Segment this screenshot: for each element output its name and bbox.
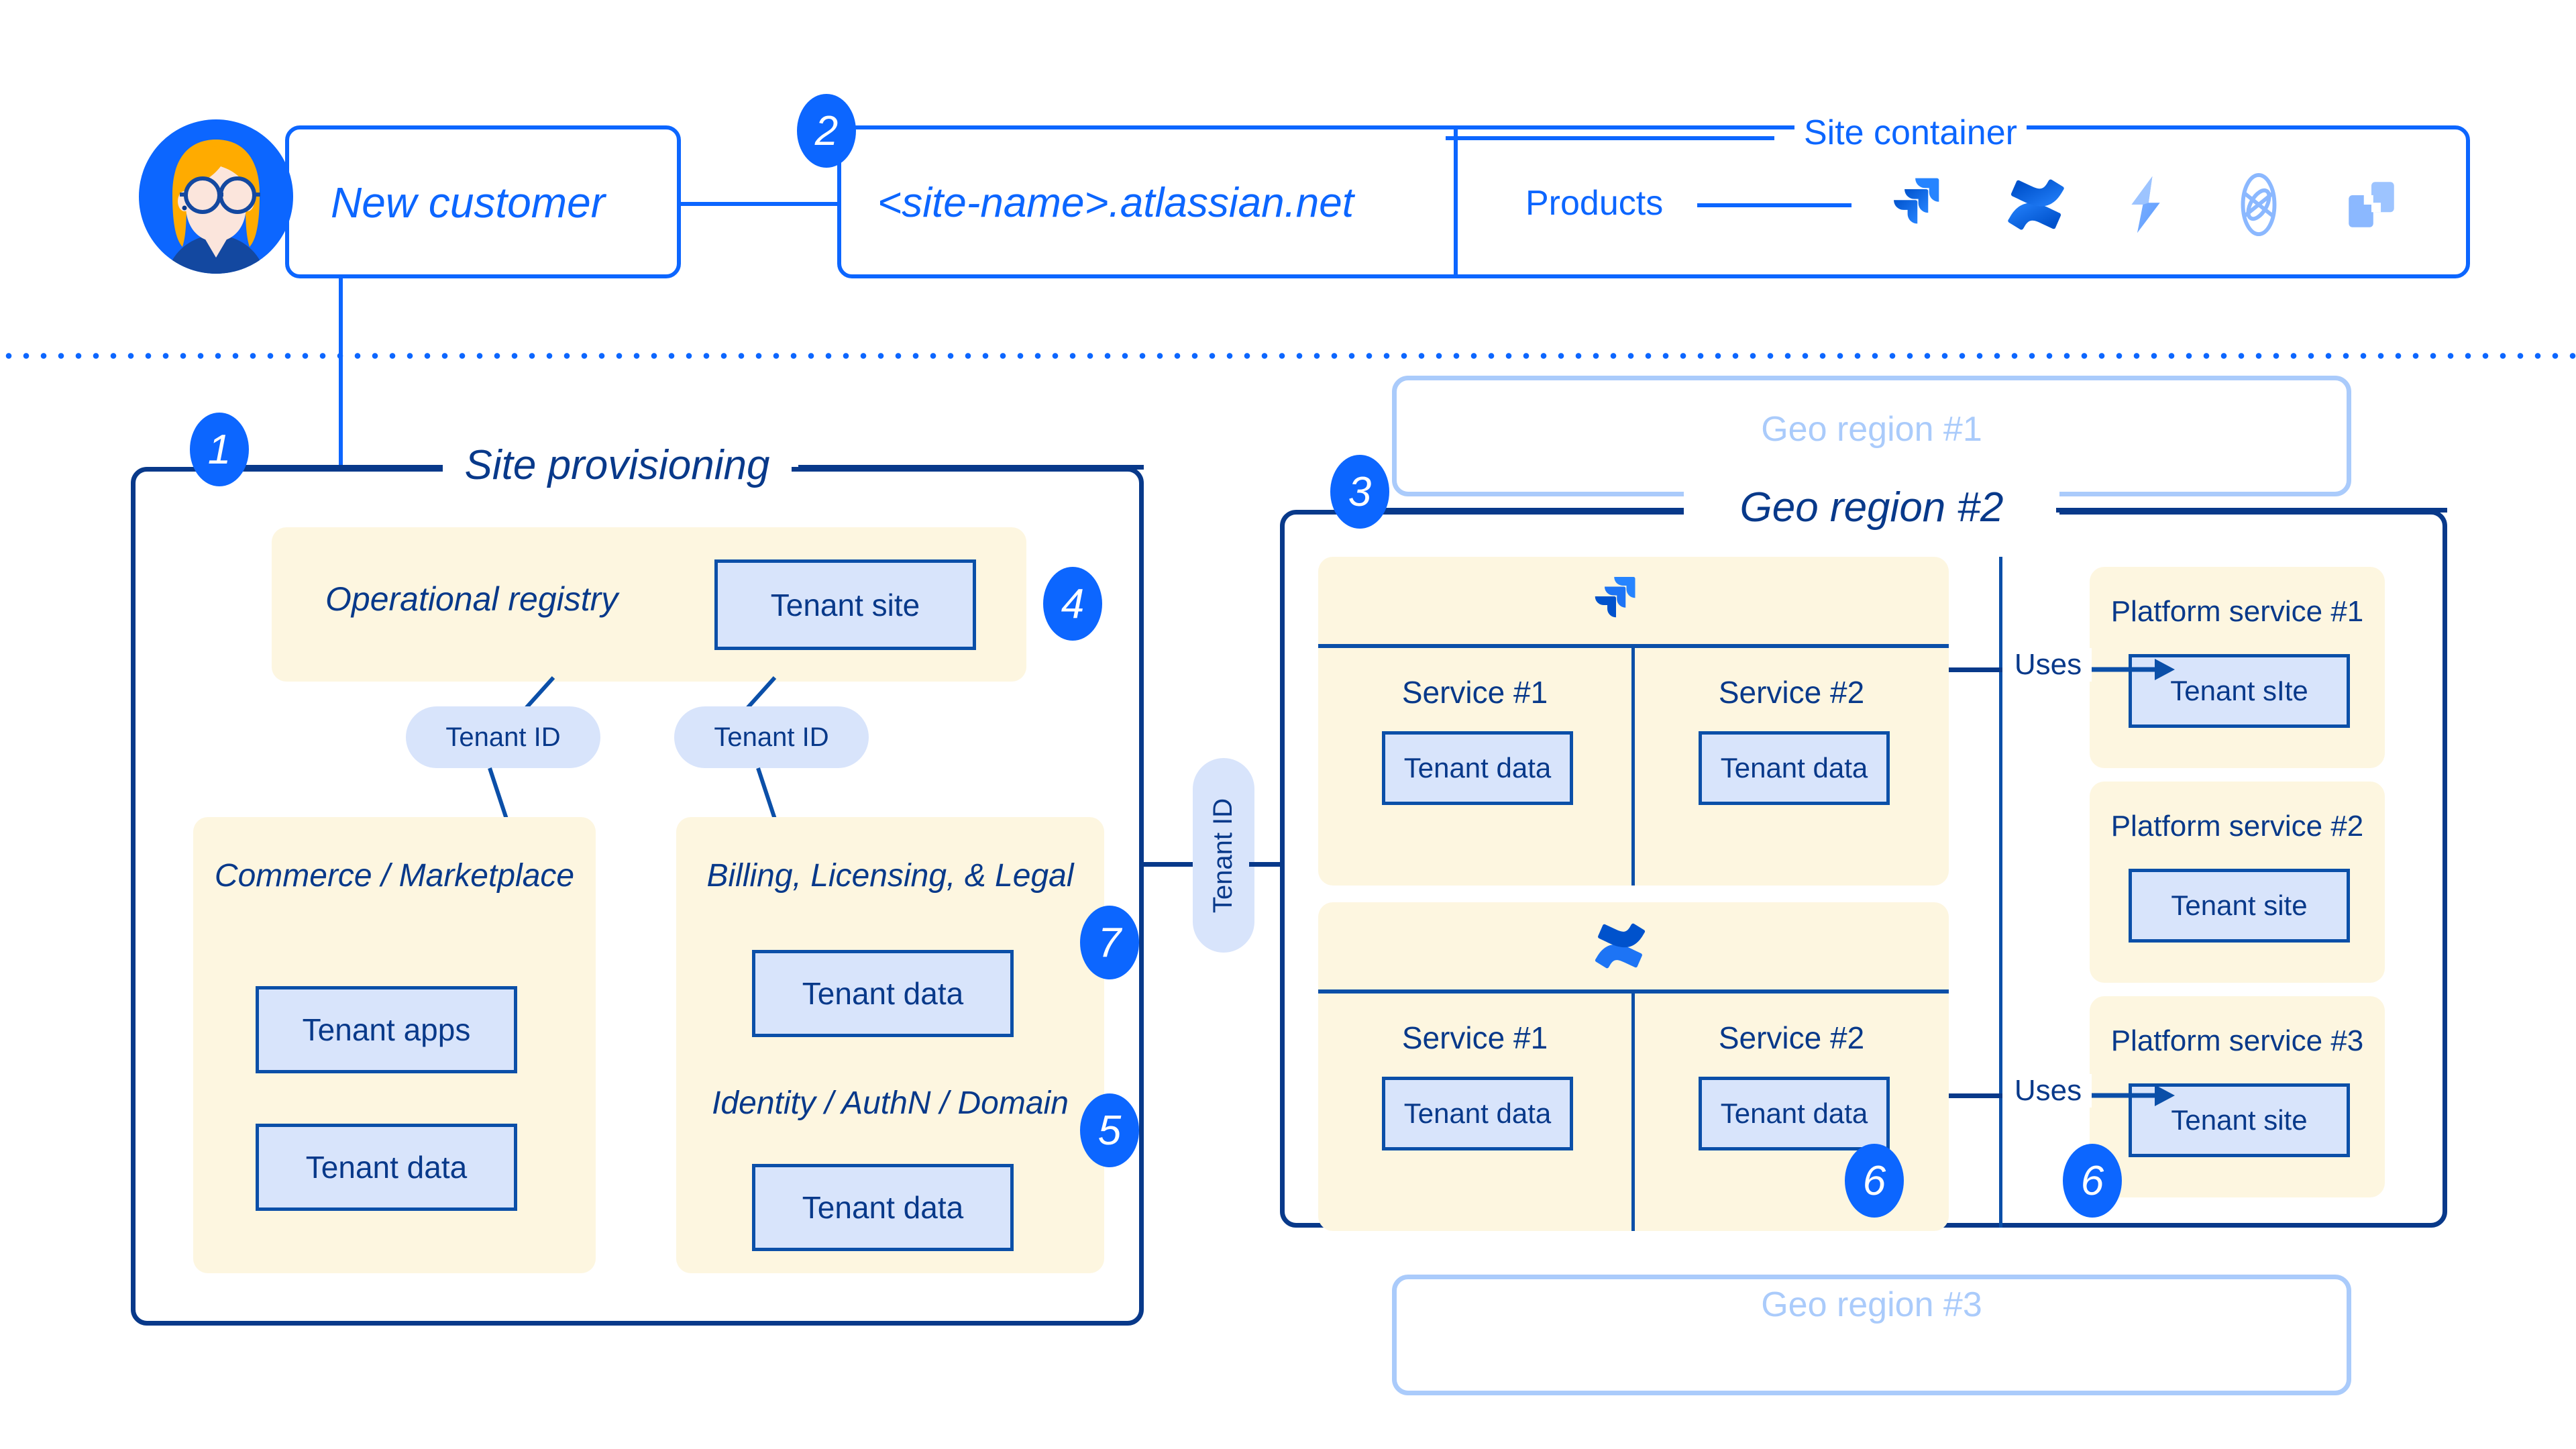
- marker-7: 7: [1080, 906, 1139, 979]
- tenant-id-pill-right-label: Tenant ID: [714, 722, 829, 752]
- new-customer-box[interactable]: New customer: [285, 125, 681, 278]
- uses-arrow-bottom: [2092, 1085, 2175, 1106]
- billing-licensing-legal-title: Billing, Licensing, & Legal: [706, 858, 1074, 894]
- geo-group-confluence-divider-v: [1631, 989, 1635, 1231]
- geo-region-2-rule-right: [2056, 508, 2447, 513]
- uses-label-top: Uses: [2004, 648, 2092, 682]
- geo-jira-service-1-box-label: Tenant data: [1403, 752, 1552, 784]
- commerce-tenant-apps-box[interactable]: Tenant apps: [256, 986, 517, 1073]
- marker-4: 4: [1043, 567, 1102, 641]
- bridge-tenant-id-label: Tenant ID: [1208, 798, 1238, 913]
- connector-customer-to-site: [678, 202, 839, 206]
- product-icon-atlas[interactable]: [2227, 173, 2290, 236]
- bridge-line-left: [1140, 862, 1201, 867]
- geo-group-confluence-icon: [1593, 919, 1647, 973]
- geo-region-2-rule-left: [1352, 508, 1687, 513]
- marker-1: 1: [190, 413, 249, 486]
- commerce-tenant-data-box[interactable]: Tenant data: [256, 1124, 517, 1211]
- geo-region-2-column-divider: [1999, 557, 2002, 1228]
- geo-confluence-service-2-box-label: Tenant data: [1720, 1097, 1868, 1129]
- marker-2: 2: [797, 94, 856, 168]
- site-container-box[interactable]: <site-name>.atlassian.net Products: [837, 125, 2470, 278]
- product-icon-confluence[interactable]: [2006, 174, 2066, 235]
- platform-service-2-box-label: Tenant site: [2171, 890, 2308, 921]
- site-container-divider: [1454, 129, 1458, 274]
- uses-arrow-top: [2092, 659, 2175, 680]
- platform-service-2-title: Platform service #2: [2110, 810, 2364, 843]
- platform-service-3-title: Platform service #3: [2110, 1024, 2364, 1057]
- product-icon-compass[interactable]: [2341, 174, 2402, 235]
- identity-authn-domain-title: Identity / AuthN / Domain: [712, 1085, 1069, 1121]
- platform-service-1-title: Platform service #1: [2110, 595, 2364, 628]
- operational-registry-group: Operational registry Tenant site: [272, 527, 1026, 682]
- platform-service-1-box-label: Tenant sIte: [2170, 675, 2308, 706]
- platform-service-2-box[interactable]: Tenant site: [2129, 869, 2350, 943]
- commerce-marketplace-group: Commerce / Marketplace Tenant apps Tenan…: [193, 817, 596, 1273]
- geo-jira-service-1-box[interactable]: Tenant data: [1382, 731, 1573, 805]
- platform-service-2-group: Platform service #2 Tenant site: [2090, 782, 2385, 983]
- commerce-tenant-data-label: Tenant data: [305, 1150, 468, 1185]
- geo-jira-service-2-box-label: Tenant data: [1720, 752, 1868, 784]
- bridge-line-right: [1249, 862, 1309, 867]
- geo-jira-service-2-box[interactable]: Tenant data: [1699, 731, 1890, 805]
- geo-confluence-service-2-title: Service #2: [1718, 1020, 1865, 1055]
- geo-region-3-panel: [1392, 1275, 2351, 1395]
- geo-confluence-service-1-box[interactable]: Tenant data: [1382, 1077, 1573, 1150]
- geo-confluence-service-1-title: Service #1: [1401, 1020, 1548, 1055]
- site-provisioning-rule-right: [798, 465, 1144, 470]
- site-container-caption: Site container: [1794, 113, 2027, 153]
- geo-region-1-label: Geo region #1: [1761, 410, 1982, 449]
- geo-confluence-service-1-box-label: Tenant data: [1403, 1097, 1552, 1129]
- operational-registry-label: Operational registry: [325, 580, 619, 618]
- geo-product-group-jira: Service #1 Tenant data Service #2 Tenant…: [1318, 557, 1949, 885]
- connector-customer-down: [339, 268, 343, 467]
- geo-jira-service-1-title: Service #1: [1401, 675, 1548, 710]
- commerce-tenant-apps-label: Tenant apps: [302, 1012, 471, 1047]
- billing-tenant-data-label: Tenant data: [802, 976, 964, 1011]
- site-provisioning-title: Site provisioning: [443, 433, 792, 497]
- product-icon-jira-service-management[interactable]: [2116, 174, 2177, 235]
- geo-group-jira-icon: [1593, 574, 1647, 627]
- product-icon-jira[interactable]: [1892, 174, 1952, 235]
- marker-6-left: 6: [1845, 1144, 1904, 1218]
- marker-5: 5: [1080, 1093, 1139, 1167]
- geo-jira-service-2-title: Service #2: [1718, 675, 1865, 710]
- billing-tenant-data-box[interactable]: Tenant data: [752, 950, 1014, 1037]
- geo-confluence-service-2-box[interactable]: Tenant data: [1699, 1077, 1890, 1150]
- geo-region-3-label: Geo region #3: [1761, 1285, 1982, 1324]
- tenant-id-pill-left-label: Tenant ID: [445, 722, 561, 752]
- uses-label-bottom: Uses: [2004, 1074, 2092, 1108]
- products-label: Products: [1525, 184, 1664, 223]
- geo-group-jira-divider-v: [1631, 644, 1635, 885]
- site-container-rule: [1446, 136, 1774, 140]
- bridge-tenant-id-pill: Tenant ID: [1193, 758, 1254, 953]
- new-customer-label: New customer: [331, 178, 605, 227]
- commerce-marketplace-title: Commerce / Marketplace: [214, 858, 575, 894]
- billing-licensing-legal-group: Billing, Licensing, & Legal Tenant data: [676, 817, 1104, 1085]
- identity-tenant-data-box[interactable]: Tenant data: [752, 1164, 1014, 1251]
- site-provisioning-rule-left: [201, 465, 446, 470]
- marker-3: 3: [1330, 455, 1389, 529]
- identity-authn-domain-group: Identity / AuthN / Domain Tenant data: [676, 1049, 1104, 1273]
- platform-service-3-box-label: Tenant site: [2171, 1104, 2308, 1136]
- customer-avatar: [139, 119, 293, 274]
- identity-tenant-data-label: Tenant data: [802, 1190, 964, 1225]
- geo-product-group-confluence: Service #1 Tenant data Service #2 Tenant…: [1318, 902, 1949, 1231]
- site-url-label: <site-name>.atlassian.net: [877, 180, 1354, 226]
- geo-region-2-title: Geo region #2: [1684, 475, 2059, 539]
- marker-6-right: 6: [2063, 1144, 2122, 1218]
- registry-tenant-site-label: Tenant site: [770, 587, 920, 623]
- section-divider-dotted: [0, 353, 2576, 359]
- tenant-id-pill-right: Tenant ID: [674, 706, 869, 768]
- uses-connector-top-left: [1949, 667, 2002, 672]
- tenant-id-pill-left: Tenant ID: [406, 706, 600, 768]
- uses-connector-bottom-left: [1949, 1093, 2002, 1098]
- products-connector: [1697, 203, 1851, 207]
- registry-tenant-site-box[interactable]: Tenant site: [714, 559, 976, 650]
